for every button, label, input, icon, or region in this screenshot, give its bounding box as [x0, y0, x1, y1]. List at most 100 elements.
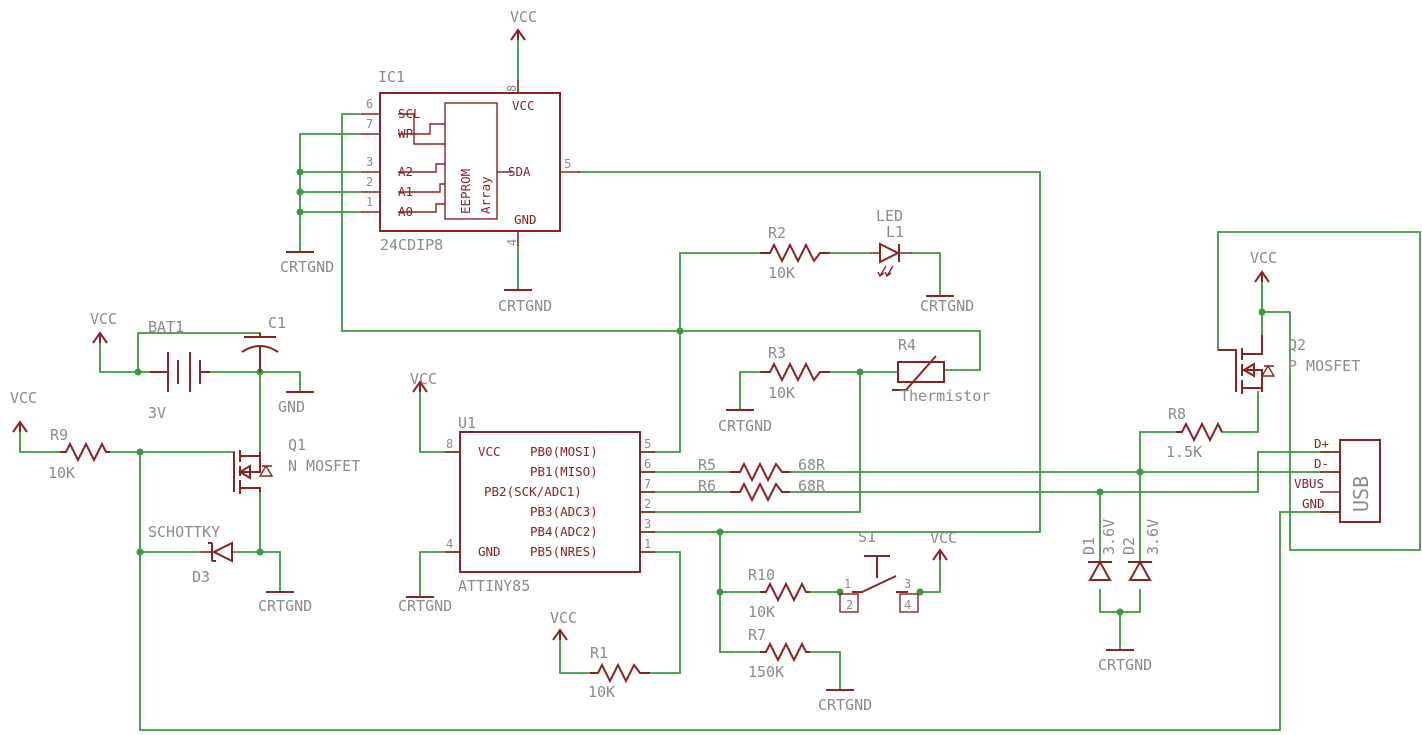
r4-name: R4 [898, 336, 916, 354]
u1-pin-pb3: PB3(ADC3) [530, 504, 598, 519]
r1-name: R1 [590, 644, 608, 662]
ic1-pin-a0: A0 [398, 204, 413, 219]
r2-zigzag [760, 242, 830, 264]
ic1-pin-sda: SDA [508, 164, 531, 179]
d2-value: 3.6V [1144, 519, 1162, 555]
ic1-eeprom [362, 80, 580, 246]
ic1-package: 24CDIP8 [380, 236, 443, 254]
r4-thermistor [897, 361, 945, 383]
q1-nmosfet [233, 450, 274, 494]
r3-value: 10K [768, 384, 795, 402]
q2-value: P MOSFET [1288, 357, 1360, 375]
ic1-pin-a1: A1 [398, 184, 413, 199]
s1-pin-2: 2 [846, 598, 853, 612]
ic1-num-6: 6 [366, 97, 373, 111]
s1-pin-4: 4 [904, 598, 911, 612]
r10-zigzag [760, 581, 810, 603]
r7-value: 150K [748, 663, 784, 681]
ic1-num-2: 2 [366, 175, 373, 189]
d1-value: 3.6V [1100, 519, 1118, 555]
r10-value: 10K [748, 603, 775, 621]
c1-gnd: GND [278, 398, 305, 416]
usb-name: USB [1349, 476, 1373, 512]
zener-d1 [1088, 559, 1112, 581]
usb-pin-dp: D+ [1314, 436, 1329, 451]
ic1-num-4: 4 [505, 239, 519, 246]
ic1-pin-gnd: GND [514, 212, 537, 227]
r6-value: 68R [798, 477, 826, 495]
u1-num-5: 5 [644, 437, 651, 451]
d3-schottky [200, 541, 233, 563]
r3-gnd: CRTGND [718, 417, 772, 435]
led-l1 [870, 242, 912, 278]
ic1-eeprom-text: EEPROM [458, 169, 473, 214]
u1-pin-pb4: PB4(ADC2) [530, 524, 598, 539]
battery-bat1 [150, 352, 210, 392]
q2-pmosfet [1218, 335, 1276, 394]
c1-name: C1 [268, 314, 286, 332]
r2-value: 10K [768, 264, 795, 282]
vcc-s1: VCC [930, 529, 957, 547]
u1-num-3: 3 [644, 517, 651, 531]
ic1-pin-a2: A2 [398, 164, 413, 179]
ic1-pin-vcc: VCC [512, 98, 535, 113]
labels: VCC IC1 24CDIP8 CRTGND CRTGND SCL WP A2 … [10, 8, 1373, 714]
d2-name: D2 [1120, 537, 1138, 555]
r3-name: R3 [768, 344, 786, 362]
l1-gnd: CRTGND [920, 297, 974, 315]
r9-zigzag [60, 441, 110, 463]
r8-name: R8 [1168, 405, 1186, 423]
s1-pin-3: 3 [904, 577, 911, 591]
bat1-name: BAT1 [148, 318, 184, 336]
r9-name: R9 [50, 426, 68, 444]
q1-gnd: CRTGND [258, 597, 312, 615]
s1-switch [839, 555, 919, 613]
ground-symbols [266, 251, 1134, 691]
u1-num-1: 1 [644, 537, 651, 551]
usb-connector [1320, 439, 1381, 523]
ic1-num-5: 5 [564, 157, 571, 171]
vcc-arrows [12, 28, 1270, 641]
u1-pin-pb1: PB1(MISO) [530, 464, 598, 479]
r10-name: R10 [748, 566, 775, 584]
vcc-r9: VCC [10, 389, 37, 407]
ic1-pin-wp: WP [398, 126, 413, 141]
r8-value: 1.5K [1166, 443, 1202, 461]
r3-zigzag [760, 361, 830, 383]
l1-name: L1 [886, 223, 904, 241]
r5-name: R5 [698, 456, 716, 474]
d3-type: SCHOTTKY [148, 523, 220, 541]
u1-pin-pb2: PB2(SCK/ADC1) [484, 484, 582, 499]
ic1-num-8: 8 [505, 85, 519, 92]
wires [19, 39, 1421, 731]
capacitor-c1 [241, 333, 279, 372]
usb-pin-vbus: VBUS [1294, 476, 1324, 491]
r6-zigzag [730, 481, 790, 503]
r1-zigzag [590, 662, 650, 684]
usb-pin-gnd: GND [1302, 496, 1325, 511]
resistors [60, 242, 1223, 684]
zener-d2 [1128, 559, 1152, 581]
s1-pin-1: 1 [844, 577, 851, 591]
vcc-q2: VCC [1250, 249, 1277, 267]
bat1-value: 3V [148, 404, 166, 422]
diodes-gnd: CRTGND [1098, 656, 1152, 674]
u1-attiny85 [445, 431, 655, 573]
r7-name: R7 [748, 626, 766, 644]
vcc-u1: VCC [410, 370, 437, 388]
q1-name: Q1 [288, 436, 306, 454]
vcc-bat: VCC [90, 310, 117, 328]
u1-num-4: 4 [446, 537, 453, 551]
u1-name: U1 [458, 414, 476, 432]
ic1-name: IC1 [378, 68, 405, 86]
ic1-gnd-net: CRTGND [498, 297, 552, 315]
d1-name: D1 [1080, 537, 1098, 555]
u1-num-6: 6 [644, 457, 651, 471]
q1-value: N MOSFET [288, 457, 360, 475]
r1-value: 10K [588, 683, 615, 701]
ic1-num-1: 1 [366, 195, 373, 209]
u1-package: ATTINY85 [458, 577, 530, 595]
r9-value: 10K [48, 464, 75, 482]
u1-pin-gnd: GND [478, 544, 501, 559]
